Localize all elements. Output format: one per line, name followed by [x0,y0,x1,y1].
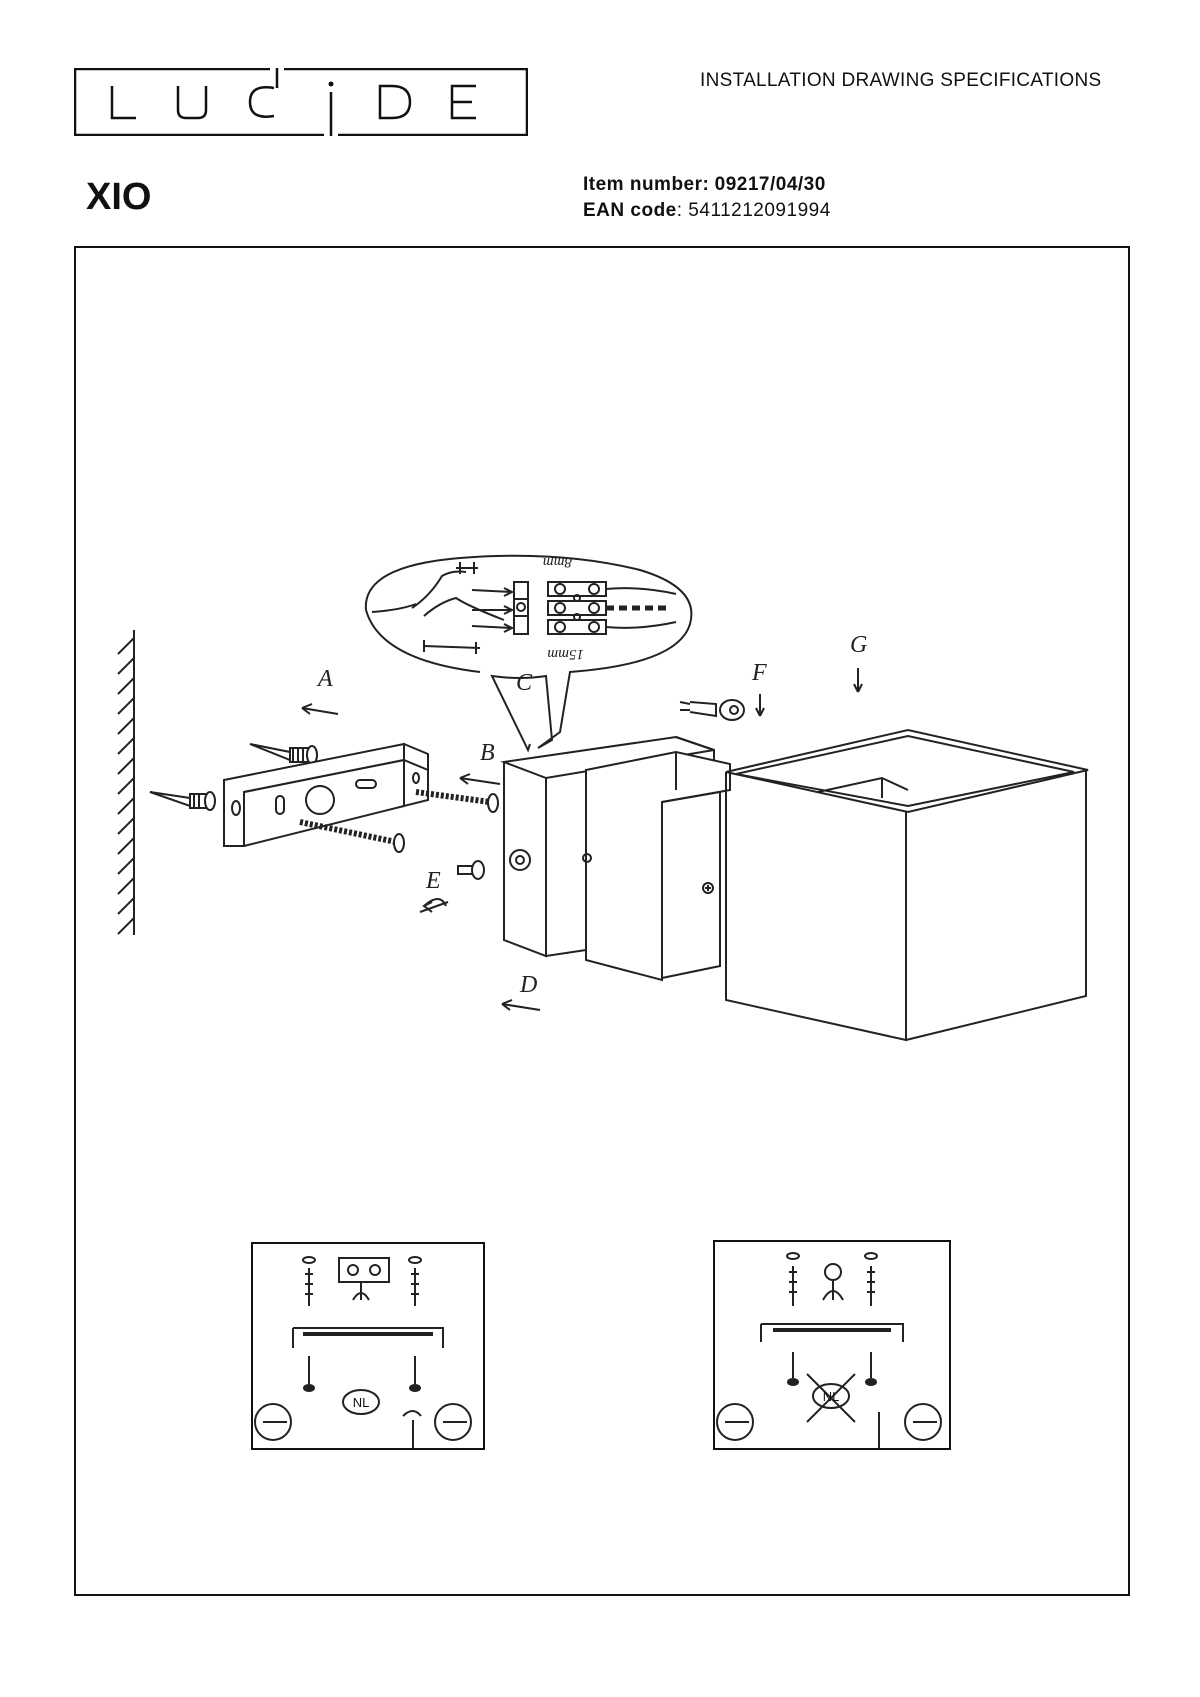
panel-right-drawing: NL [716,1252,942,1448]
dimension-15mm: 15mm [547,646,584,662]
assembly-arrows [301,668,863,1011]
item-number-label: Item number: [583,174,710,195]
mounting-panel-without-connector: NL [713,1240,951,1450]
inner-module [582,750,731,982]
mounting-panel-with-connector: NL [251,1242,485,1450]
part-label-f: F [751,660,767,686]
nl-badge-label: NL [353,1395,370,1410]
ean-label: EAN code [583,200,677,221]
long-screw-lower-icon [299,819,405,853]
ean-value: : 5411212091994 [676,200,831,221]
cross-out-mark [806,1373,856,1423]
lucide-logo [74,68,528,136]
item-number-row: Item number: 09217/04/30 [583,172,831,198]
part-label-e: E [425,868,441,894]
mounting-bracket [223,742,429,847]
housing-base [500,735,715,958]
part-label-b: B [480,740,495,766]
document-type-label: INSTALLATION DRAWING SPECIFICATIONS [700,70,1102,91]
wiring-detail-callout [364,554,693,753]
wall-screw-lower-icon [149,791,216,811]
cube-shade [725,728,1089,1042]
product-meta: Item number: 09217/04/30 EAN code: 54112… [583,172,831,224]
part-label-d: D [519,972,537,998]
part-label-c: C [516,670,533,696]
grub-screw-icon [419,860,485,913]
dimension-8mm: 8mm [543,554,572,570]
drawing-frame [74,246,1130,1596]
long-screw-upper-icon [415,789,499,813]
panel-left-drawing: NL [254,1256,472,1448]
nl-badge-crossed-label: NL [823,1389,840,1404]
nl-badge-icon [342,1389,380,1415]
part-label-g: G [850,632,867,658]
nl-badge-crossed-icon [812,1383,850,1409]
product-name: XIO [86,176,152,218]
ean-row: EAN code: 5411212091994 [583,198,831,224]
part-label-a: A [316,666,333,692]
item-number-value: 09217/04/30 [714,174,826,195]
wall-screw-upper-icon [249,743,318,765]
g4-bulb-icon [679,699,745,721]
wall-hatching [117,630,135,935]
